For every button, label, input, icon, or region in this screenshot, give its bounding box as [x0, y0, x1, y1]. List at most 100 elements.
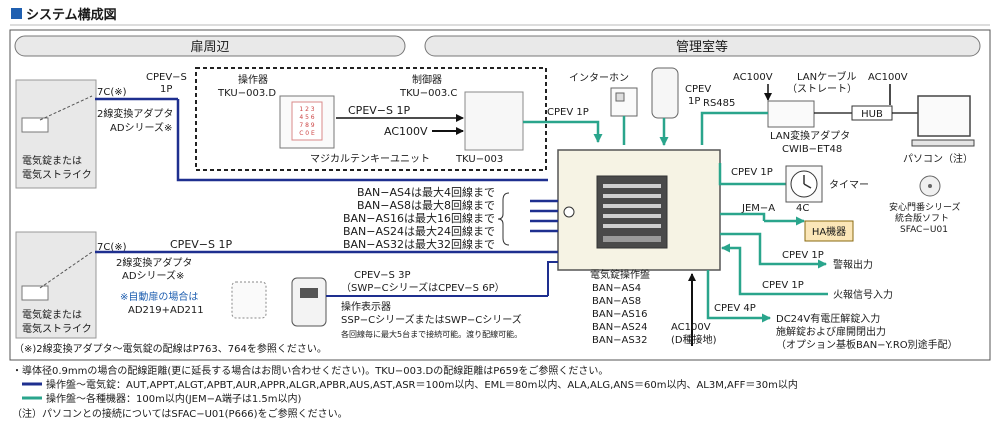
teal-controller-panel [523, 120, 603, 143]
display-cable-1: CPEV−S 3P [354, 270, 410, 281]
adapter-upper-1: 2線変換アダプタ [97, 107, 173, 120]
panel-name-5: BAN−AS32 [592, 335, 647, 346]
area-control-label: 管理室等 [676, 39, 728, 55]
lan-adapter-label-2: CWIB−ET48 [782, 144, 842, 155]
power-label: AC100V [384, 125, 428, 138]
intercom-cable-label: CPEV 1P [547, 107, 589, 118]
keypad-face [291, 101, 323, 141]
timer-cable-label: CPEV 1P [731, 167, 773, 178]
handset-cable-2: 1P [688, 96, 700, 107]
area-door-label: 扉周辺 [190, 39, 229, 55]
teal-alarm [720, 232, 827, 269]
lan-cable-2: （ストレート） [787, 83, 857, 95]
navy-line-upper-route [176, 99, 548, 182]
intercom-speaker [615, 92, 625, 102]
display-unit-screen [300, 288, 318, 298]
lock-body-lower [21, 285, 49, 301]
hub-label: HUB [861, 109, 883, 120]
panel-name-0: 電気錠操作盤 [590, 268, 650, 281]
cable-top-2: 1P [160, 84, 172, 95]
ban-line-0: BAN−AS4は最大4回線まで [357, 185, 495, 199]
lower-cable-label: CPEV−S 1P [170, 238, 232, 251]
door-lower-label-1: 電気錠または [22, 308, 82, 321]
wire-lower [39, 251, 93, 289]
panel-ac-1: AC100V [671, 322, 711, 333]
timer-label: タイマー [829, 179, 869, 191]
dc-label-1: DC24V有電圧解錠入力 [776, 312, 880, 325]
lock-body-upper [21, 117, 49, 133]
alarm-label: 警報出力 [833, 258, 873, 271]
wire-upper [39, 95, 93, 121]
adapter-lower-2: ADシリーズ※ [122, 269, 184, 282]
door-unit-upper [15, 79, 97, 189]
controller-device [464, 91, 524, 151]
magical-unit-box [195, 67, 547, 171]
dc-cable-label: CPEV 4P [714, 303, 756, 314]
display-link-up [547, 261, 558, 296]
operator-label-2: TKU−003.D [217, 88, 276, 99]
net-ac-left: AC100V [733, 72, 773, 83]
panel-name-1: BAN−AS4 [592, 283, 641, 294]
teal-fire [721, 243, 828, 296]
panel-name-4: BAN−AS24 [592, 322, 647, 333]
dc-label-2: 施解錠および扉開閉出力 [776, 325, 886, 338]
wire-7c-lower: 7C(※) [97, 242, 127, 253]
display-label-2: SSP−CシリーズまたはSWP−Cシリーズ [341, 313, 522, 326]
auto-door-1: ※自動扉の場合は [120, 290, 198, 303]
operator-label-1: 操作器 [238, 73, 268, 86]
handset-cable-1: CPEV [685, 84, 711, 95]
teal-jem [720, 212, 766, 221]
controller-label-1: 制御器 [412, 73, 442, 86]
display-unit-device [291, 277, 327, 327]
door-upper-label-2: 電気ストライク [22, 168, 92, 181]
door-upper-label-1: 電気錠または [22, 154, 82, 167]
title-marker [11, 8, 22, 19]
unit-model: TKU−003 [455, 154, 503, 165]
lan-cable-1: LANケーブル [797, 70, 857, 83]
jem-label: JEM−A [741, 203, 775, 214]
ban-line-1: BAN−AS8は最大8回線まで [357, 198, 495, 212]
display-note: 各回線毎に最大5台まで接続可能。渡り配線可能。 [341, 329, 522, 339]
keypad-row-3: 7 8 9 [299, 122, 314, 129]
fire-cable-label: CPEV 1P [762, 280, 804, 291]
panel-ac-2: (D種接地) [671, 333, 717, 346]
pc-keyboard [911, 139, 975, 147]
area-tab-door [14, 35, 406, 57]
link-cable-label: CPEV−S 1P [348, 104, 410, 117]
ha-device-box [804, 220, 854, 242]
note-1: 操作盤〜電気錠：AUT,APPT,ALGT,APBT,AUR,APPR,ALGR… [46, 378, 798, 391]
diagram-title: システム構成図 [26, 7, 117, 23]
note-2: 操作盤〜各種機器：100m以内(JEM−A端子は1.5m以内) [46, 392, 301, 405]
diagram-frame [9, 29, 991, 361]
wire-7c-upper: 7C(※) [97, 87, 127, 98]
footnote-box: （※)2線変換アダプタ〜電気錠の配線はP763、764を参照ください。 [14, 342, 327, 355]
ban-capacity-list: BAN−AS4は最大4回線まで BAN−AS8は最大8回線まで BAN−AS16… [343, 185, 495, 251]
pc-label: パソコン（注） [903, 152, 973, 165]
note-3: （注）パソコンとの接続についてはSFAC−U01(P666)をご参照ください。 [12, 407, 348, 420]
display-unit-outline [231, 281, 267, 319]
software-label-3: SFAC−U01 [900, 225, 948, 235]
software-label-1: 安心門番シリーズ [889, 201, 961, 213]
timer-hand-2 [803, 183, 812, 189]
auto-door-2: AD219+AD211 [128, 305, 204, 316]
teal-rs485 [700, 111, 768, 145]
net-ac-right: AC100V [868, 72, 908, 83]
ban-brace [497, 192, 510, 246]
note-0: ・導体径0.9mmの場合の配線距離(更に延長する場合はお問い合わせください)。T… [12, 364, 608, 377]
keypad-row-1: 1 2 3 [299, 106, 314, 113]
alarm-cable-label: CPEV 1P [782, 250, 824, 261]
ha-device-label: HA機器 [812, 225, 846, 238]
panel-name-3: BAN−AS16 [592, 309, 647, 320]
door-unit-lower [15, 231, 97, 339]
panel-indicator-rows [603, 184, 661, 242]
keypad-row-2: 4 5 6 [299, 114, 314, 121]
lan-adapter-label-1: LAN変換アダプタ [770, 129, 850, 142]
unit-caption: マジカルテンキーユニット [310, 153, 430, 165]
panel-name-2: BAN−AS8 [592, 296, 641, 307]
navy-branch-lines [530, 199, 558, 233]
intercom-device [610, 87, 638, 117]
ban-line-4: BAN−AS32は最大32回線まで [343, 237, 495, 251]
jem-wires-label: 4C [796, 203, 809, 214]
